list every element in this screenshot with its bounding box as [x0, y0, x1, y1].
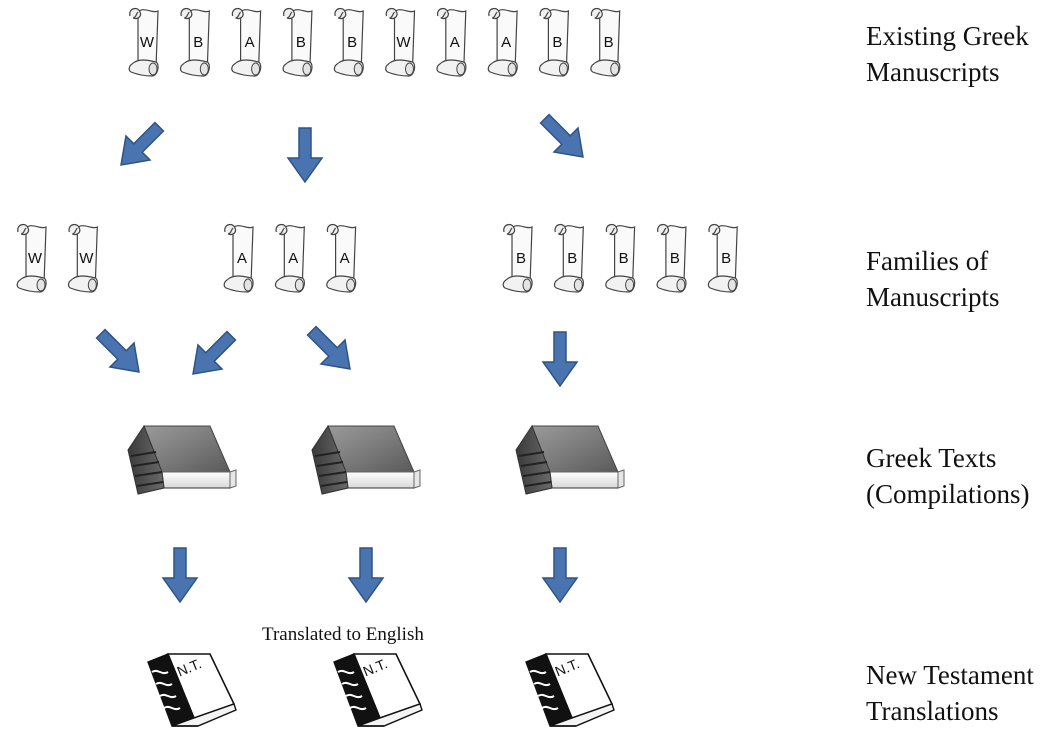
label-existing-line2: Manuscripts [866, 57, 1000, 87]
manuscript-scroll-icon: A [223, 223, 254, 293]
label-nt-translations: New Testament Translations [866, 657, 1062, 729]
label-nt-line2: Translations [866, 696, 999, 726]
label-existing-greek-manuscripts: Existing Greek Manuscripts [866, 18, 1062, 90]
nt-translation-book-icon: N.T. [147, 653, 237, 727]
nt-translations-row: N.T. N.T. N.T. [147, 653, 615, 727]
manuscript-scroll-icon: B [656, 223, 687, 293]
label-families-line2: Manuscripts [866, 282, 1000, 312]
scroll-letter: W [396, 34, 411, 51]
label-existing-line1: Existing Greek [866, 21, 1029, 51]
nt-translation-book-icon: N.T. [333, 653, 423, 727]
manuscript-scroll-icon: W [385, 7, 416, 77]
scroll-letter: B [193, 34, 203, 51]
label-families-line1: Families of [866, 246, 989, 276]
manuscript-scroll-icon: B [333, 7, 364, 77]
manuscript-scroll-icon: B [538, 7, 570, 77]
manuscript-scroll-icon: A [487, 7, 518, 77]
scroll-letter: B [296, 34, 306, 51]
flow-arrow-icon [542, 331, 578, 387]
flow-arrow-icon [180, 323, 244, 387]
manuscript-scroll-icon: W [67, 223, 98, 293]
scroll-letter: A [501, 34, 511, 51]
greek-texts-row [127, 425, 625, 495]
nt-translation-book-icon: N.T. [525, 653, 615, 727]
scroll-letter: W [79, 250, 94, 267]
scroll-letter: B [516, 250, 526, 267]
greek-text-book-icon [127, 425, 237, 495]
manuscript-scroll-icon: B [282, 7, 313, 77]
manuscript-scroll-icon: W [128, 7, 159, 77]
scroll-letter: B [670, 250, 680, 267]
manuscript-scroll-icon: A [231, 7, 262, 77]
manuscript-scroll-icon: A [274, 223, 305, 293]
greek-text-book-icon [515, 425, 625, 495]
greek-text-book-icon [311, 425, 421, 495]
flow-arrow-icon [542, 547, 578, 603]
flow-arrow-icon [299, 318, 363, 382]
flow-arrows [88, 106, 596, 603]
flow-arrow-icon [287, 127, 323, 183]
label-greek-texts: Greek Texts (Compilations) [866, 440, 1062, 512]
label-families-of-manuscripts: Families of Manuscripts [866, 243, 1062, 315]
scroll-letter: A [450, 34, 460, 51]
scroll-letter: B [552, 34, 562, 51]
manuscript-scroll-icon: B [707, 223, 738, 293]
scroll-letter: W [140, 34, 155, 51]
manuscript-scroll-icon: B [179, 7, 210, 77]
flow-arrow-icon [108, 114, 172, 178]
manuscript-scroll-icon: W [16, 223, 47, 293]
flow-arrow-icon [162, 547, 198, 603]
scroll-letter: B [619, 250, 629, 267]
translated-to-english-caption: Translated to English [262, 624, 424, 645]
scroll-letter: B [567, 250, 577, 267]
scroll-letter: B [721, 250, 731, 267]
flow-arrow-icon [532, 106, 596, 170]
manuscript-scroll-icon: B [502, 223, 533, 293]
manuscript-scroll-icon: B [553, 223, 584, 293]
manuscript-scroll-icon: A [326, 223, 357, 293]
scroll-letter: A [340, 250, 350, 267]
manuscript-scroll-icon: B [590, 7, 621, 77]
flow-arrow-icon [348, 547, 384, 603]
label-greek-texts-line1: Greek Texts [866, 443, 997, 473]
scroll-letter: A [237, 250, 247, 267]
scroll-letter: W [28, 250, 43, 267]
scroll-letter: A [288, 250, 298, 267]
flow-arrow-icon [88, 321, 152, 385]
scroll-letter: A [245, 34, 255, 51]
label-nt-line1: New Testament [866, 660, 1034, 690]
manuscript-scroll-icon: A [436, 7, 467, 77]
scroll-letter: B [604, 34, 614, 51]
scroll-letter: B [347, 34, 357, 51]
manuscript-scroll-icon: B [605, 223, 636, 293]
label-greek-texts-line2: (Compilations) [866, 479, 1030, 509]
